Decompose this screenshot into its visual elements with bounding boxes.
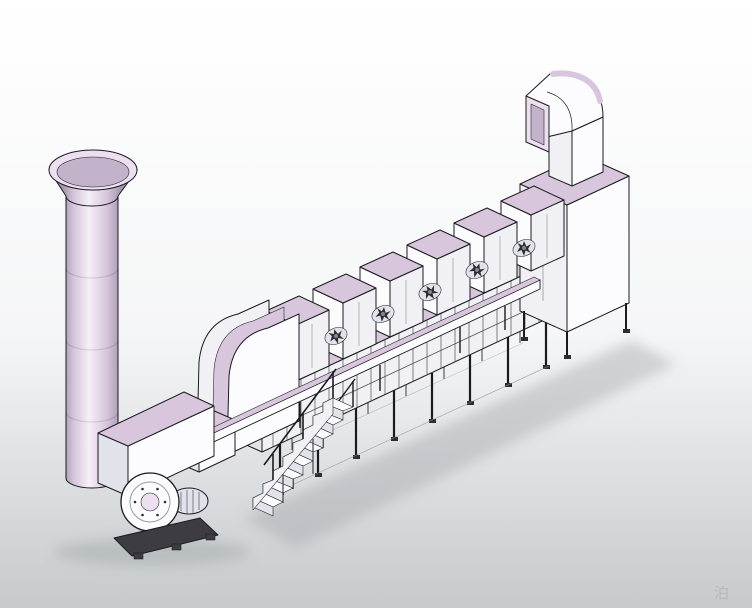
blower-base-feet: [133, 533, 216, 560]
stair-support-posts: [282, 439, 314, 503]
blower-motor: [161, 487, 209, 515]
blower-base-skid: [113, 517, 219, 557]
blower-hub: [140, 492, 160, 512]
frame-rail-lower: [261, 289, 571, 435]
stack-seam-rings: [65, 267, 119, 423]
watermark-text: 泊: [714, 584, 733, 602]
axial-fan-2: [371, 305, 395, 323]
blower-bolts: [133, 487, 167, 517]
axial-fan-4: [465, 261, 489, 280]
near-foot-rail: [276, 365, 550, 493]
axial-fan-1: [324, 327, 348, 346]
pipe-supports: [299, 306, 506, 428]
access-staircase: [252, 368, 356, 517]
blower-inlet-ring: [129, 481, 171, 523]
exhaust-stack: [48, 149, 138, 489]
exhaust-elbow-duct: [525, 70, 604, 187]
floor-shadow: [54, 340, 676, 566]
elbow-top-band: [550, 70, 603, 104]
stack-outlet-opening: [56, 156, 130, 188]
centrifugal-blower: [113, 472, 219, 560]
stair-stringer: [252, 397, 334, 511]
stair-near-handrail: [263, 368, 337, 480]
left-elbow-duct: [196, 299, 300, 456]
cabinet-legs: [523, 303, 627, 356]
axial-fan-5: [512, 239, 536, 257]
elbow-bend-contour: [546, 91, 573, 132]
cabinet-feet: [521, 329, 630, 359]
elbow-outlet-opening: [530, 103, 545, 146]
axial-fan-3: [418, 282, 442, 303]
